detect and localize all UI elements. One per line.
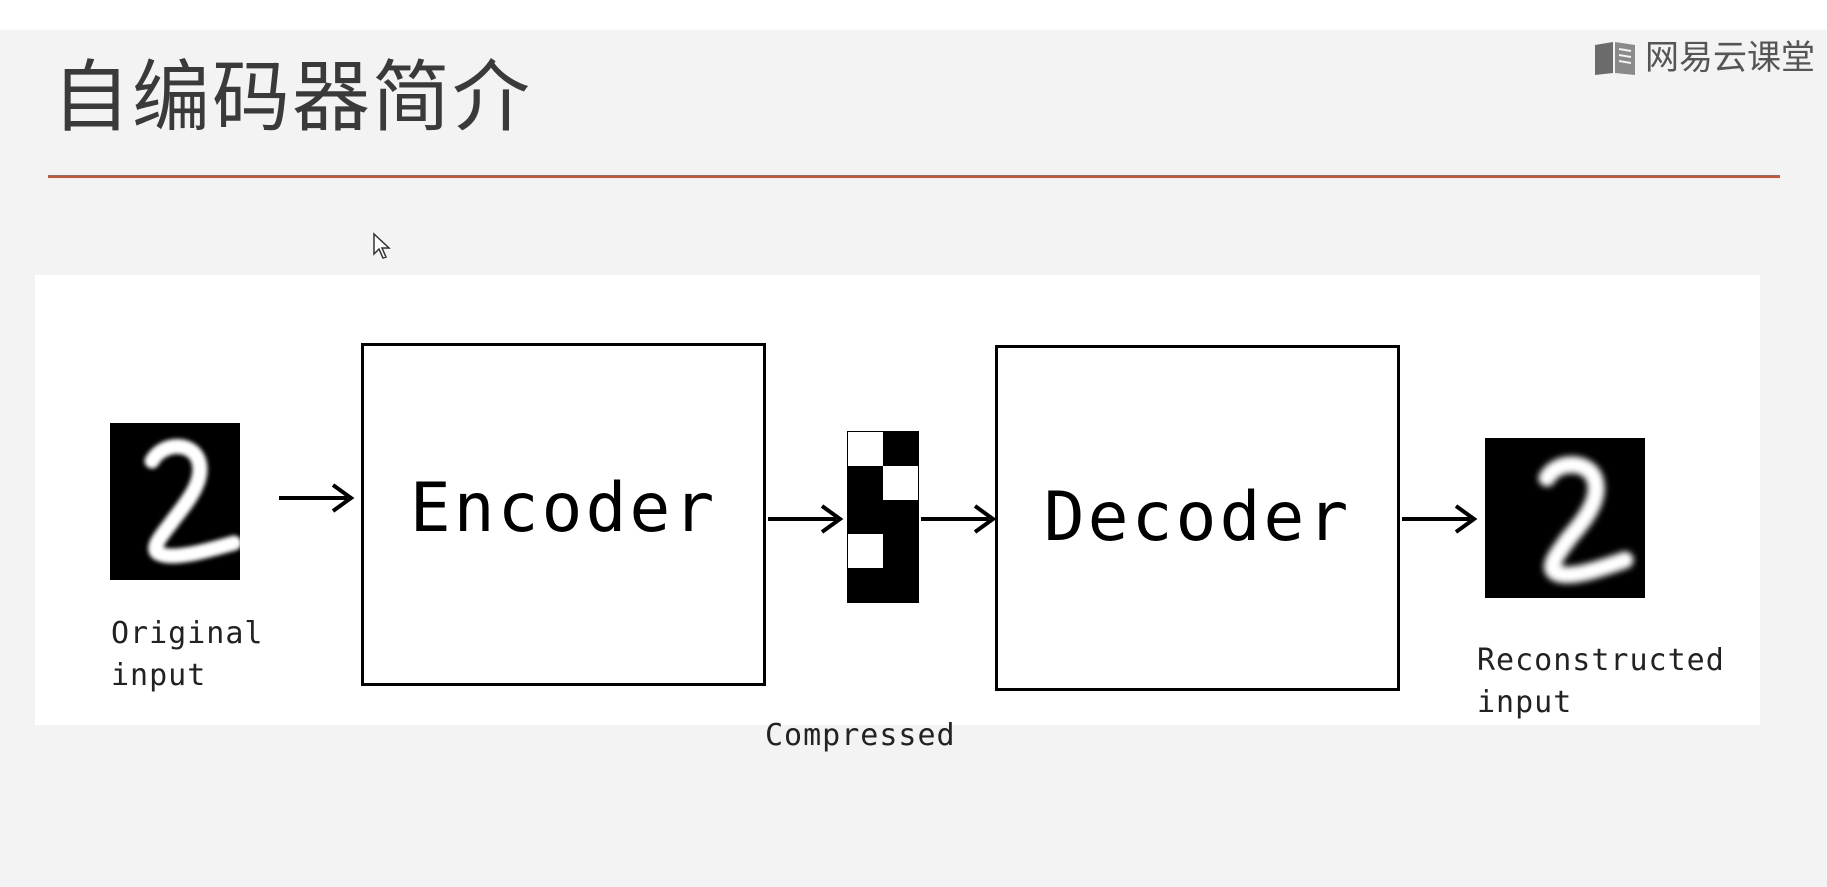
- compressed-caption: Compressed: [765, 718, 956, 753]
- slide-title: 自编码器简介: [52, 53, 533, 143]
- original-input-caption: Original input: [111, 613, 264, 697]
- code-cell: [883, 466, 918, 500]
- code-cell: [848, 466, 883, 500]
- mouse-cursor-icon: [373, 232, 391, 259]
- arrow-right-icon: [768, 504, 844, 534]
- code-cell: [848, 568, 883, 602]
- decoder-label: Decoder: [1043, 478, 1352, 557]
- arrow-right-icon: [279, 483, 355, 513]
- arrow-right-icon: [921, 504, 997, 534]
- compressed-code: [847, 431, 919, 603]
- arrow-right-icon: [1402, 504, 1478, 534]
- code-cell: [848, 432, 883, 466]
- caption-line: Reconstructed: [1477, 643, 1725, 678]
- decoder-block: Decoder: [995, 345, 1400, 691]
- digit-two-icon: [144, 439, 242, 564]
- digit-two-icon: [1538, 456, 1634, 584]
- book-icon: [1595, 42, 1635, 75]
- encoder-label: Encoder: [409, 469, 718, 548]
- original-input-image: [110, 423, 242, 580]
- code-cell: [883, 534, 918, 568]
- code-cell: [883, 568, 918, 602]
- reconstructed-input-image: [1485, 438, 1645, 598]
- title-divider: [48, 175, 1780, 178]
- code-cell: [848, 500, 883, 534]
- brand-name: 网易云课堂: [1645, 38, 1815, 78]
- caption-line: input: [1477, 685, 1573, 720]
- caption-line: Original: [111, 616, 264, 651]
- code-cell: [883, 432, 918, 466]
- caption-line: input: [111, 658, 207, 693]
- reconstructed-input-caption: Reconstructed input: [1477, 640, 1725, 724]
- code-cell: [883, 500, 918, 534]
- autoencoder-diagram: Encoder Decoder: [35, 275, 1760, 753]
- code-cell: [848, 534, 883, 568]
- encoder-block: Encoder: [361, 343, 766, 686]
- slide: 自编码器简介 网易云课堂: [0, 30, 1827, 887]
- brand: 网易云课堂: [1593, 36, 1815, 80]
